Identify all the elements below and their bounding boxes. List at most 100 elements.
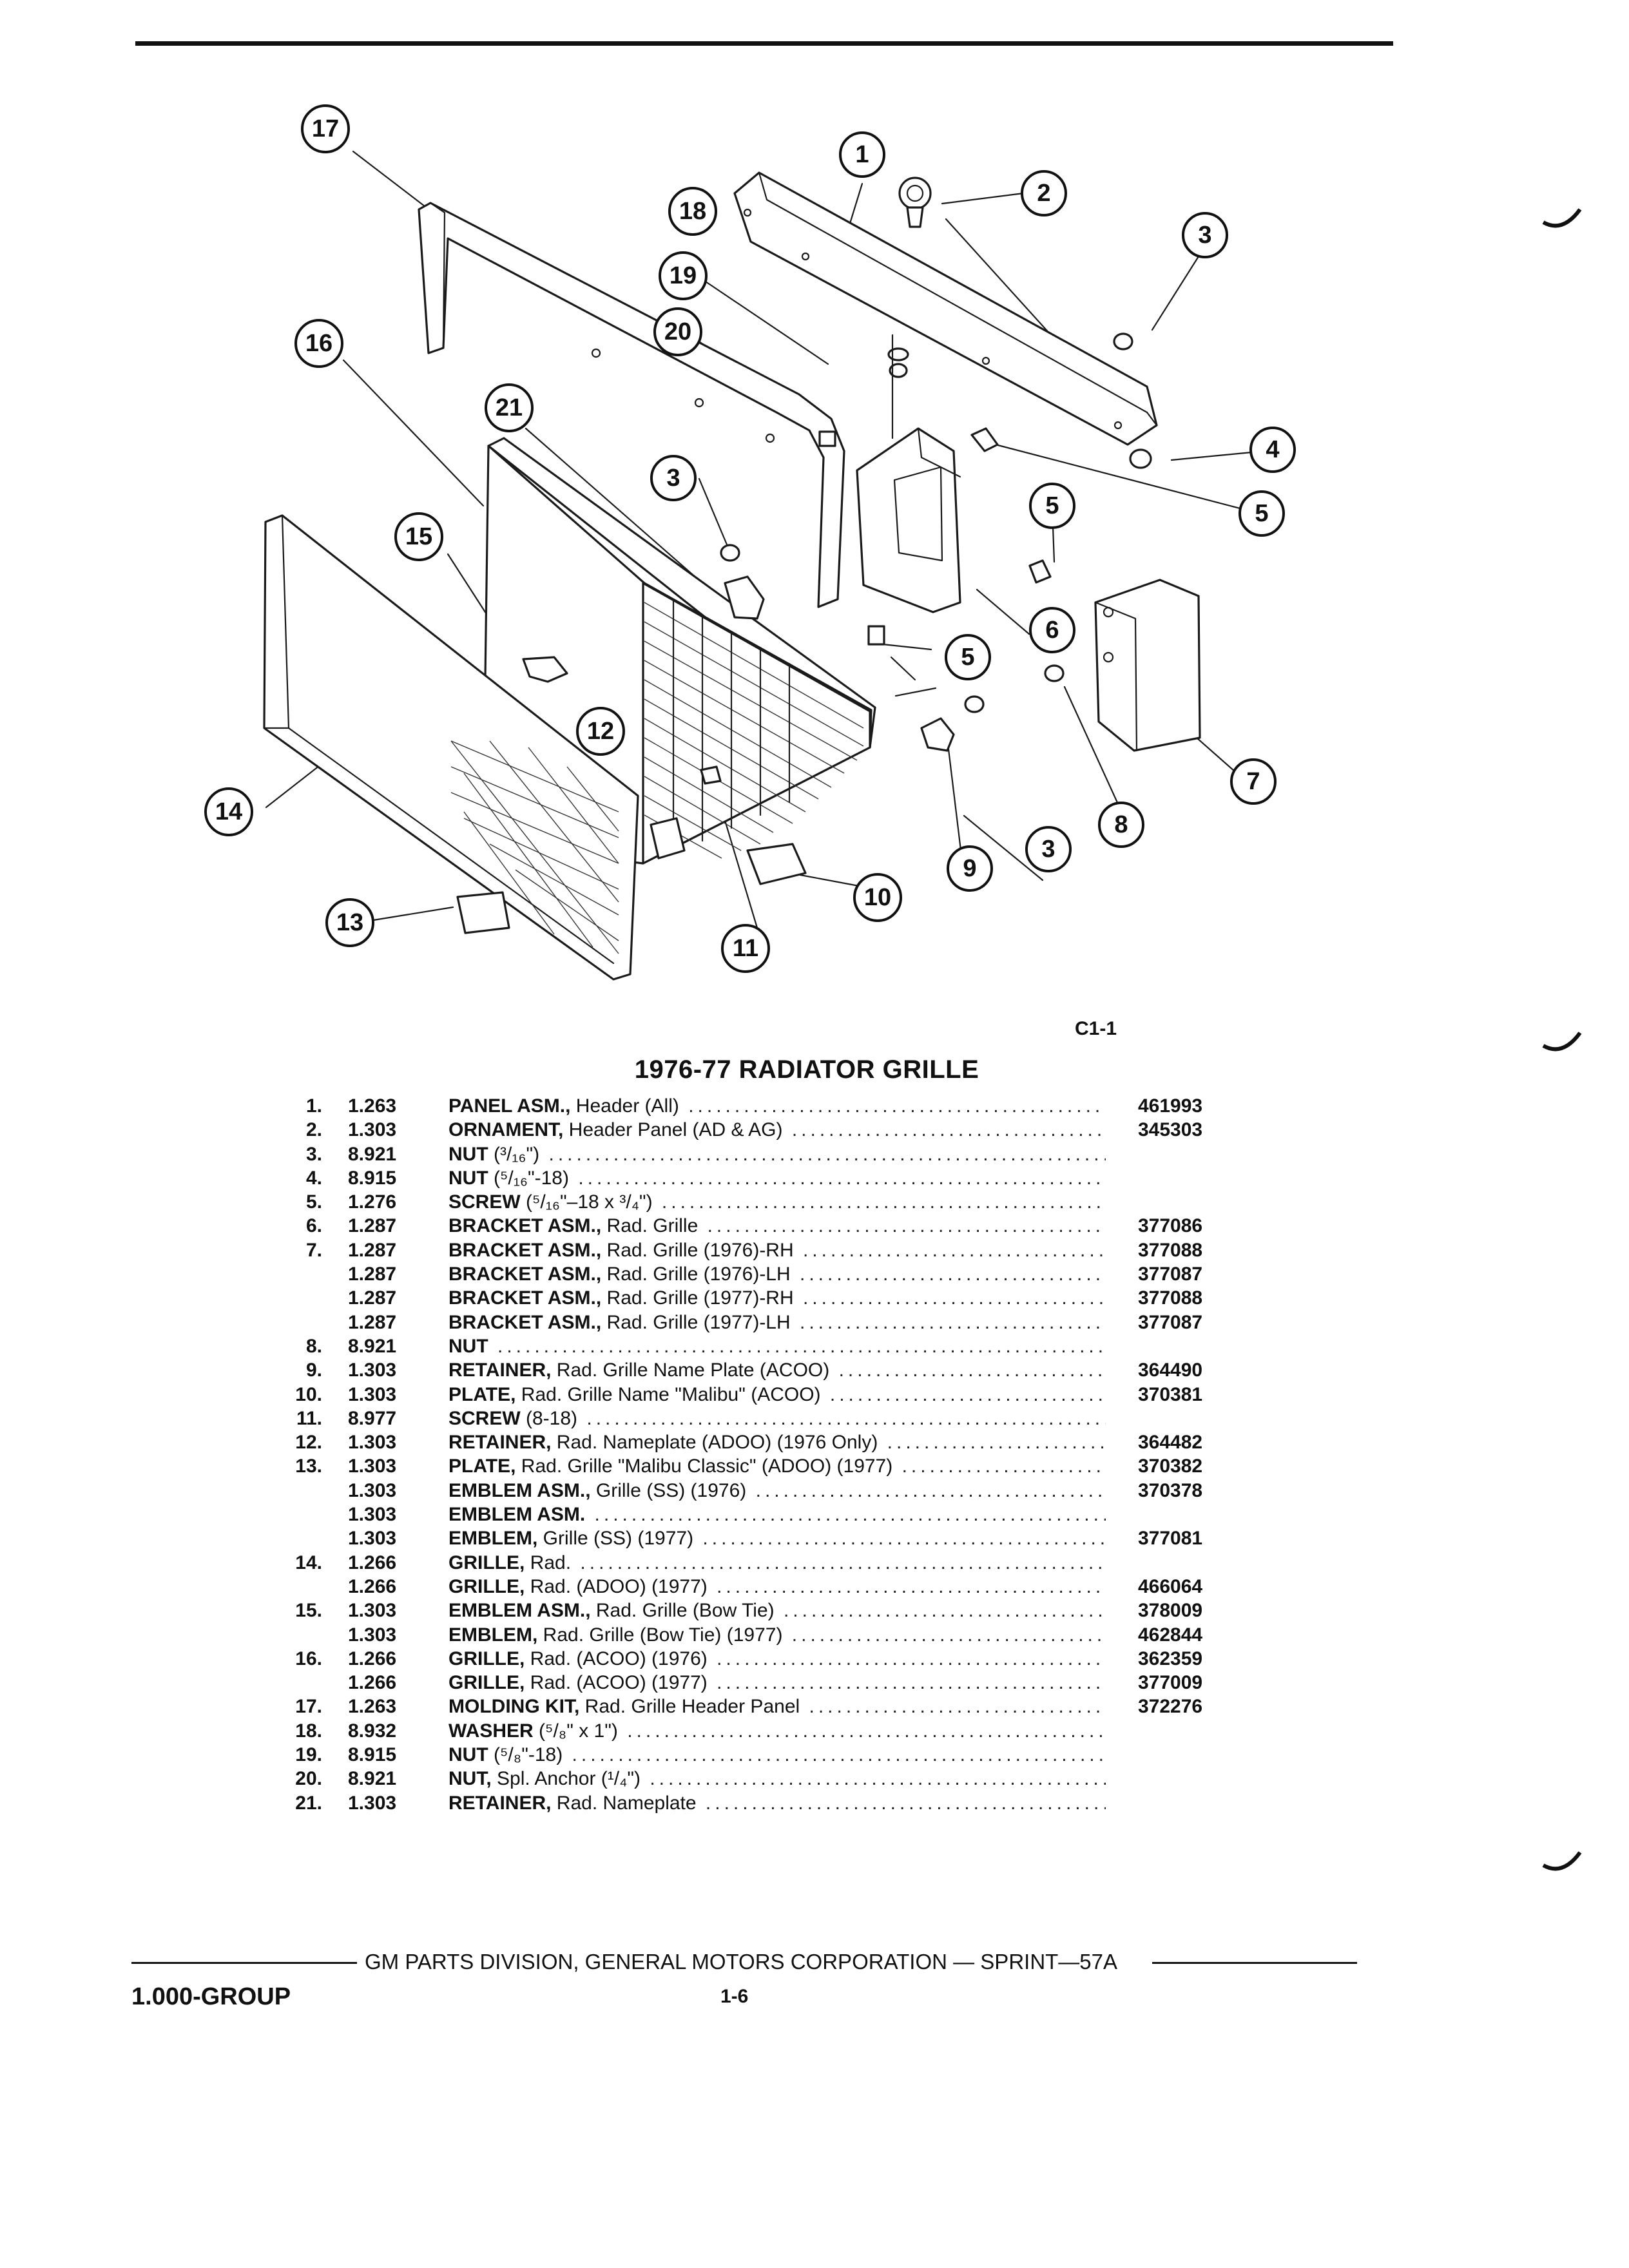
leader-dots: ........................................… [586,1407,1106,1429]
svg-text:11: 11 [733,935,758,962]
callout-21: 21 [485,383,534,432]
group-number: 8.921 [348,1143,397,1165]
svg-text:19: 19 [670,262,697,289]
group-number: 1.276 [348,1191,397,1213]
item-number: 20. [295,1768,322,1790]
callout-17: 17 [301,104,350,153]
callout-3: 3 [1182,212,1228,258]
part-description: RETAINER, Rad. Nameplate ...............… [448,1791,1106,1815]
svg-text:14: 14 [215,798,242,825]
part-description: BRACKET ASM., Rad. Grille (1976)-LH ....… [448,1262,1106,1286]
top-rule [135,41,1393,46]
group-number: 1.266 [348,1672,397,1694]
item-number: 15. [295,1600,322,1622]
part-description: BRACKET ASM., Rad. Grille (1976)-RH ....… [448,1238,1106,1262]
part-number: 362359 [1138,1648,1203,1669]
part-detail: Rad. Grille (1976)-LH [601,1264,791,1285]
screw-part-11 [700,765,722,785]
part-description: EMBLEM, Rad. Grille (Bow Tie) (1977) ...… [448,1623,1106,1647]
part-detail: Grille (SS) (1976) [590,1479,747,1501]
svg-text:16: 16 [305,330,333,357]
page-number: 1-6 [720,1986,749,2007]
callout-20: 20 [653,307,702,356]
part-number: 466064 [1138,1575,1203,1597]
item-number: 12. [295,1432,322,1454]
leader-dots: ........................................… [717,1575,1106,1597]
callout-3c: 3 [1025,826,1072,872]
group-number: 1.266 [348,1575,397,1597]
leader-dots: ........................................… [717,1672,1106,1694]
leader-dots: ........................................… [802,1239,1106,1261]
part-name: NUT [448,1335,488,1357]
part-number: 377087 [1138,1311,1203,1333]
plate-part-10 [746,843,807,885]
molding-kit-part-17 [418,202,845,608]
part-name: GRILLE, [448,1552,525,1573]
part-detail: Rad. (ADOO) (1977) [525,1575,708,1597]
part-description: GRILLE, Rad. (ADOO) (1977) .............… [448,1575,1106,1599]
item-number: 10. [295,1383,322,1405]
page-title: 1976-77 RADIATOR GRILLE [0,1055,1629,1084]
parts-row: 1.266 GRILLE, Rad. (ADOO) (1977) ........… [0,1575,1629,1599]
part-detail: Rad. Grille (1977)-LH [601,1311,791,1333]
leader-dots: ........................................… [901,1456,1106,1477]
part-name: BRACKET ASM., [448,1239,602,1261]
group-number: 8.977 [348,1407,397,1429]
part-name: RETAINER, [448,1432,552,1454]
svg-text:17: 17 [312,115,339,142]
retainer-part-9 [920,717,955,752]
part-number: 370382 [1138,1456,1203,1477]
callout-3b: 3 [650,455,697,501]
part-description: PANEL ASM., Header (All) ...............… [448,1094,1106,1118]
part-name: EMBLEM, [448,1528,538,1550]
part-detail: Rad. Grille (1977)-RH [601,1287,794,1309]
callout-5c: 5 [945,634,991,680]
group-number: 1.266 [348,1648,397,1669]
part-description: GRILLE, Rad. ...........................… [448,1551,1106,1575]
part-description: RETAINER, Rad. Grille Name Plate (ACOO) … [448,1358,1106,1382]
part-number: 377009 [1138,1672,1203,1694]
part-description: EMBLEM ASM. ............................… [448,1503,1106,1526]
group-number: 1.287 [348,1287,397,1309]
bracket-part-7 [1094,579,1201,752]
item-number: 6. [305,1215,322,1237]
leader-dots: ........................................… [799,1311,1106,1333]
item-number: 21. [295,1792,322,1814]
svg-text:5: 5 [1255,500,1268,527]
parts-row: 1.266 GRILLE, Rad. (ACOO) (1977) ........… [0,1671,1629,1695]
part-name: PLATE, [448,1383,516,1405]
item-number: 11. [296,1407,322,1429]
part-name: PLATE, [448,1456,516,1477]
part-detail: Rad. Grille [601,1215,699,1237]
part-name: BRACKET ASM., [448,1215,602,1237]
svg-text:7: 7 [1246,768,1260,795]
svg-text:13: 13 [336,909,363,936]
part-description: GRILLE, Rad. (ACOO) (1977) .............… [448,1671,1106,1695]
leader-dots: ........................................… [572,1744,1106,1766]
part-number: 364482 [1138,1432,1203,1454]
part-detail: Rad. Grille (Bow Tie) (1977) [537,1624,783,1646]
bracket-part-6 [856,427,961,613]
callout-19: 19 [659,251,708,300]
group-number: 1.303 [348,1792,397,1814]
callout-7: 7 [1230,758,1277,805]
part-number: 377081 [1138,1528,1203,1550]
part-description: NUT (⁵/₈"-18) ..........................… [448,1743,1106,1767]
header-panel-part-1 [733,171,1158,446]
leader-dots: ........................................… [838,1360,1106,1381]
part-detail: Header (All) [570,1095,679,1117]
callout-11: 11 [721,924,770,973]
part-description: BRACKET ASM., Rad. Grille ..............… [448,1214,1106,1238]
part-number: 377086 [1138,1215,1203,1237]
